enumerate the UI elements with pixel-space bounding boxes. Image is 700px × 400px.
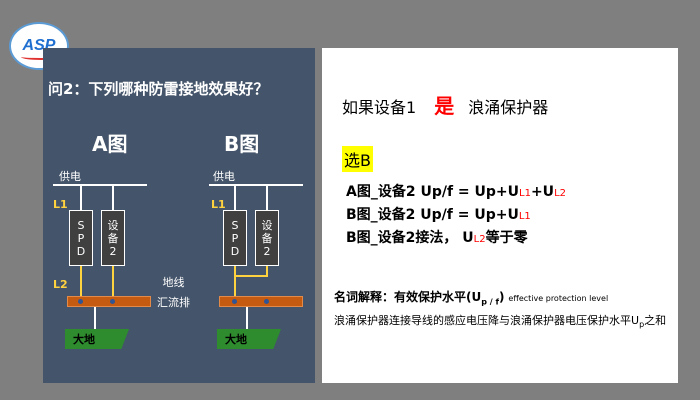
- device-char: 备: [261, 231, 273, 245]
- ground-note-line: 汇流排: [157, 296, 190, 309]
- figure-b-earth: 大地: [217, 329, 281, 349]
- asp-logo: ASP: [9, 22, 69, 70]
- term-close: ): [498, 290, 505, 304]
- formula-text: 等于零: [485, 230, 528, 246]
- term-definition-title: 名词解释：有效保护水平(Up / f)effective protection …: [334, 288, 608, 306]
- term-english: effective protection level: [508, 294, 609, 303]
- figure-b-bond-wire: [234, 275, 268, 277]
- busbar-terminal: [264, 299, 269, 304]
- figure-a-spd-ground-wire: [80, 266, 82, 298]
- figure-a-l1-label: L1: [53, 198, 68, 211]
- statement-post: 浪涌保护器: [468, 98, 549, 117]
- figure-a-title: A图: [92, 132, 128, 156]
- figure-a-ground-busbar: [67, 296, 151, 307]
- term-subscript: p / f: [481, 297, 499, 307]
- question-panel: 问2：下列哪种防雷接地效果好？ A图 B图 供电 L1 S P D 设 备 2 …: [43, 48, 315, 383]
- figure-a-device-feed: [112, 184, 114, 210]
- figure-b-title: B图: [224, 132, 260, 156]
- figure-b-device-feed: [266, 184, 268, 210]
- formula-subscript: L2: [554, 188, 566, 199]
- spd-letter: D: [230, 244, 240, 258]
- spd-letter: S: [77, 218, 85, 232]
- formula-b: B图_设备2 Up/f = Up+UL1: [346, 204, 531, 224]
- figure-a-l2-label: L2: [53, 278, 68, 291]
- footer-brand-text: ASP雷迅: [612, 364, 663, 379]
- figure-b-spd-box: S P D: [223, 210, 247, 266]
- figure-b-device-short-wire: [266, 266, 268, 276]
- figure-b-ground-busbar: [219, 296, 303, 307]
- answer-highlight: 选B: [342, 146, 373, 172]
- figure-b-ground-wire: [234, 275, 236, 297]
- device-char: 设: [107, 218, 119, 232]
- spd-letter: S: [231, 218, 239, 232]
- figure-a-device2-box: 设 备 2: [101, 210, 125, 266]
- figure-a-spd-box: S P D: [69, 210, 93, 266]
- term-label: 名词解释：有效保护水平(U: [334, 290, 482, 304]
- figure-b-l1-label: L1: [211, 198, 226, 211]
- statement: 如果设备1 是浪涌保护器: [342, 90, 548, 119]
- formula-a: A图_设备2 Up/f = Up+UL1+UL2: [346, 181, 566, 201]
- spd-letter: P: [231, 231, 239, 245]
- term-desc-text: 之和: [644, 314, 667, 327]
- spd-letter: P: [77, 231, 85, 245]
- figure-a-device-ground-wire: [112, 266, 114, 298]
- device-char: 设: [261, 218, 273, 232]
- ground-note-line: 地线: [162, 276, 185, 289]
- busbar-terminal: [232, 299, 237, 304]
- figure-b-device2-box: 设 备 2: [255, 210, 279, 266]
- figure-a-earth: 大地: [65, 329, 129, 349]
- device-char: 备: [107, 231, 119, 245]
- device-char: 2: [263, 244, 271, 258]
- figure-b-spd-short-wire: [234, 266, 236, 276]
- statement-emphasis: 是: [434, 94, 455, 118]
- figure-a-earth-wire: [94, 307, 96, 329]
- footer-brand: ASP雷迅: [590, 360, 663, 379]
- figure-b-spd-feed: [234, 184, 236, 210]
- device-char: 2: [109, 244, 117, 258]
- busbar-terminal: [110, 299, 115, 304]
- figure-b-supply-label: 供电: [213, 170, 235, 183]
- formula-text: +U: [530, 184, 555, 200]
- figure-a-supply-label: 供电: [59, 170, 81, 183]
- question-text: 问2：下列哪种防雷接地效果好？: [48, 80, 269, 98]
- formula-text: A图_设备2 Up/f = Up+U: [346, 184, 520, 200]
- busbar-terminal: [78, 299, 83, 304]
- term-description: 浪涌保护器连接导线的感应电压降与浪涌保护器电压保护水平Up之和: [334, 313, 674, 333]
- formula-subscript: L1: [518, 211, 531, 222]
- figure-a-spd-feed: [80, 184, 82, 210]
- formula-text: B图_设备2接法， U: [346, 230, 474, 246]
- formula-b-wiring: B图_设备2接法， UL2等于零: [346, 227, 528, 247]
- logo-wave-icon: [21, 54, 61, 60]
- ground-busbar-note: 地线 汇流排: [157, 273, 190, 313]
- figure-b-supply-line: [209, 184, 303, 186]
- formula-subscript: L2: [473, 234, 486, 245]
- figure-b-earth-wire: [246, 307, 248, 329]
- term-desc-text: 浪涌保护器连接导线的感应电压降与浪涌保护器电压保护水平U: [334, 314, 640, 327]
- formula-subscript: L1: [519, 188, 531, 199]
- spd-letter: D: [76, 244, 86, 258]
- statement-pre: 如果设备1: [342, 98, 417, 117]
- wechat-icon: [590, 362, 608, 377]
- formula-text: B图_设备2 Up/f = Up+U: [346, 207, 519, 223]
- term-desc-subscript: p: [639, 320, 645, 330]
- figure-a-supply-line: [53, 184, 147, 186]
